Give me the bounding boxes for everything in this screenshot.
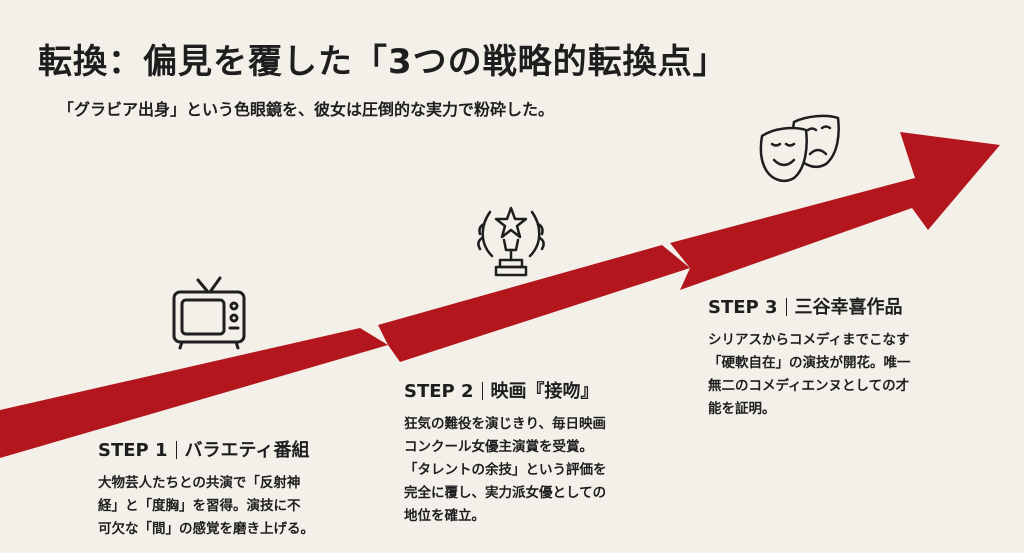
- step-2-heading: STEP 2 映画『接吻』: [404, 377, 607, 403]
- arrow-segment-3: [670, 132, 1000, 290]
- arrow-segment-2: [378, 245, 690, 362]
- step-1: STEP 1 バラエティ番組 大物芸人たちとの共演で「反射神 経」と「度胸」を習得…: [98, 436, 314, 541]
- step-3-heading: STEP 3 三谷幸喜作品: [708, 293, 911, 319]
- step-1-separator: [175, 441, 177, 459]
- step-2-label: STEP 2: [404, 381, 474, 402]
- step-3: STEP 3 三谷幸喜作品 シリアスからコメディまでこなす 「硬軟自在」の演技が開…: [708, 293, 911, 421]
- step-2-separator: [481, 382, 483, 400]
- step-3-title: 三谷幸喜作品: [794, 297, 903, 318]
- step-2-description: 狂気の難役を演じきり、毎日映画 コンクール女優主演賞を受賞。 「タレントの余技」…: [404, 416, 607, 524]
- arrow-segments: [0, 132, 1000, 458]
- page-title: 転換：偏見を覆した「3つの戦略的転換点」: [38, 42, 728, 82]
- step-3-description: シリアスからコメディまでこなす 「硬軟自在」の演技が開花。唯一 無二のコメディエ…: [708, 332, 911, 417]
- arrow-segment-1: [0, 328, 388, 458]
- award-trophy-icon: [477, 206, 545, 277]
- tv-icon: [172, 276, 246, 350]
- step-3-separator: [785, 298, 787, 316]
- step-1-title: バラエティ番組: [184, 440, 310, 461]
- page-subtitle: 「グラビア出身」という色眼鏡を、彼女は圧倒的な実力で粉砕した。: [58, 100, 555, 119]
- step-1-description: 大物芸人たちとの共演で「反射神 経」と「度胸」を習得。演技に不 可欠な「間」の感…: [98, 475, 314, 537]
- step-3-label: STEP 3: [708, 297, 778, 318]
- theater-masks-icon: [759, 114, 840, 182]
- step-1-heading: STEP 1 バラエティ番組: [98, 436, 314, 462]
- step-2-title: 映画『接吻』: [490, 381, 599, 402]
- step-1-label: STEP 1: [98, 440, 168, 461]
- step-2: STEP 2 映画『接吻』 狂気の難役を演じきり、毎日映画 コンクール女優主演賞を…: [404, 377, 607, 528]
